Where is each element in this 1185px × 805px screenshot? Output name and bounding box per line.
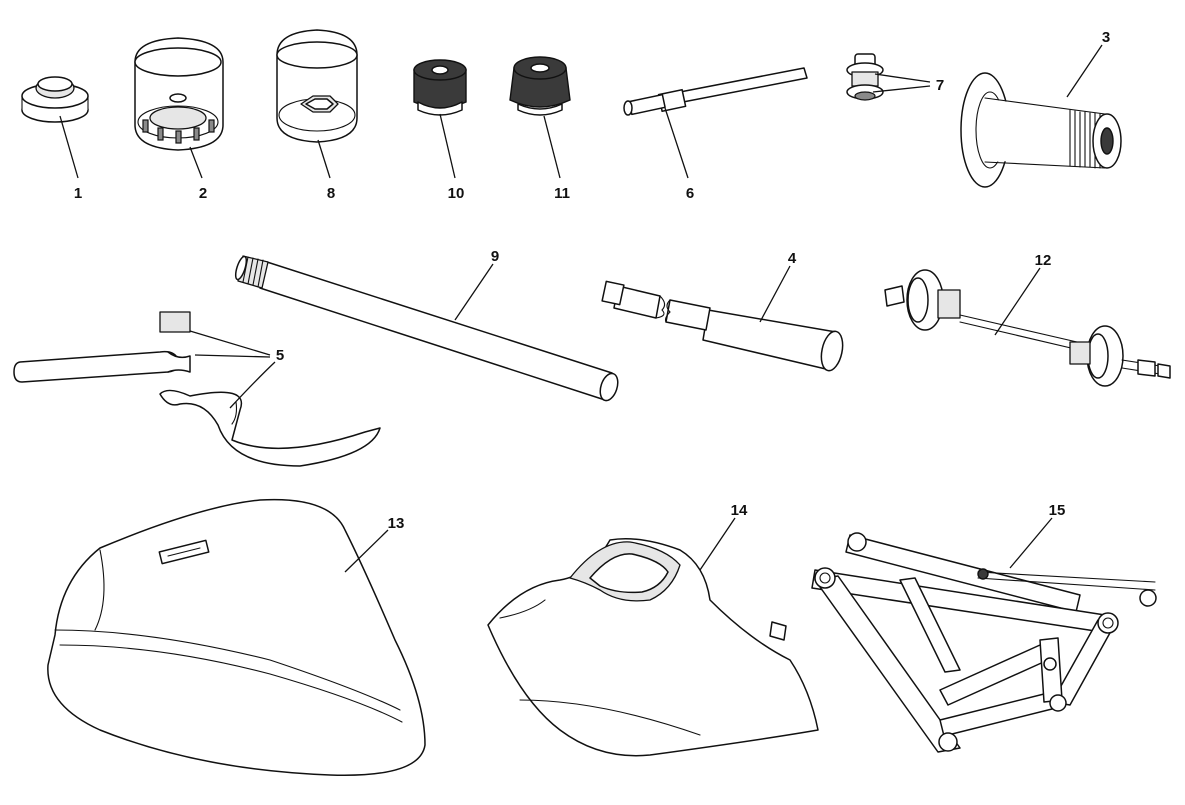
part-9-shaft (234, 255, 619, 402)
part-10-bushing (413, 59, 467, 116)
callout-7: 7 (936, 77, 944, 94)
callout-3: 3 (1102, 29, 1110, 46)
callout-6: 6 (686, 185, 694, 202)
callout-11: 11 (554, 185, 570, 202)
callout-15: 15 (1049, 502, 1066, 519)
part-11-bushing (509, 56, 571, 116)
callout-13: 13 (388, 515, 405, 532)
part-1-cap (21, 76, 89, 123)
callout-5: 5 (276, 347, 284, 364)
part-6-threaded-rod (623, 67, 808, 116)
part-7-fitting (846, 53, 884, 101)
callout-12: 12 (1035, 252, 1052, 269)
callout-9: 9 (491, 248, 499, 265)
part-8-hex-socket (276, 29, 358, 143)
callout-1: 1 (74, 185, 82, 202)
part-13-seat-cover (47, 498, 426, 776)
callout-14: 14 (731, 502, 748, 519)
callout-labels: 1 2 8 10 11 6 7 3 9 4 12 5 13 14 15 (74, 29, 1110, 532)
callout-2: 2 (199, 185, 207, 202)
part-3-flange-tool (960, 72, 1122, 188)
part-15-folding-stand (811, 532, 1157, 753)
part-2-pin-socket (134, 37, 224, 151)
callout-10: 10 (448, 185, 465, 202)
leader-lines (59, 44, 1103, 573)
part-13-logo-badge (158, 539, 210, 565)
callout-4: 4 (788, 250, 797, 267)
part-12-puller (884, 269, 1171, 387)
part-4-drift (601, 280, 844, 372)
part-14-tank-cover (487, 538, 819, 757)
callout-8: 8 (327, 185, 335, 202)
part-5-hook-wrench (13, 311, 381, 467)
